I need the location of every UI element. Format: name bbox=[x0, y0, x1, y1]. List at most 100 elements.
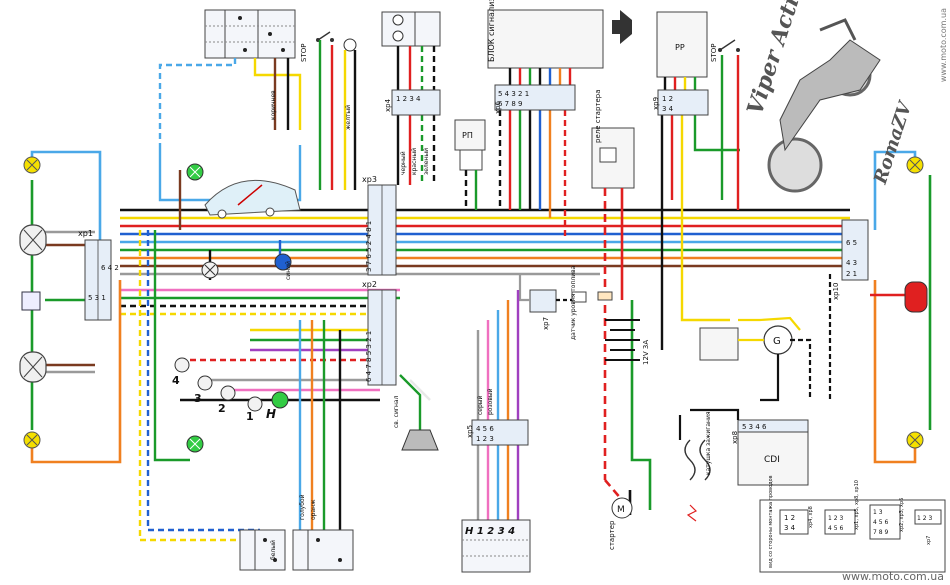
svg-text:1 2 3: 1 2 3 bbox=[828, 515, 843, 522]
gear-1-label: 1 bbox=[246, 410, 254, 423]
speedometer bbox=[204, 179, 301, 219]
relay-rp: РП bbox=[454, 119, 486, 171]
dashboard-wiring bbox=[138, 145, 380, 542]
cdi-unit: CDI 5 3 4 6 xp8 bbox=[731, 419, 809, 486]
stop-right-label: STOP bbox=[710, 44, 718, 62]
svg-text:5 4 3 2 1: 5 4 3 2 1 bbox=[498, 90, 529, 98]
regulator-pp: РР bbox=[656, 11, 708, 78]
connector-xp6: 5 4 3 2 1 6 7 8 9 xp6 bbox=[494, 84, 576, 114]
wire-label-pink: розовый bbox=[487, 388, 494, 415]
wire-label-lightblue: голубой bbox=[299, 494, 306, 520]
svg-text:6 5: 6 5 bbox=[846, 239, 857, 247]
wire-label-green: зеленый bbox=[423, 148, 430, 175]
stop-wires-left bbox=[318, 40, 357, 190]
horn: св. сигнал bbox=[393, 395, 439, 451]
top-switch-wires bbox=[158, 58, 302, 145]
svg-text:3 4: 3 4 bbox=[662, 105, 674, 113]
svg-text:4 3: 4 3 bbox=[846, 259, 857, 267]
ignition-coil: катушка зажигания bbox=[684, 411, 712, 522]
legend-row-3-label: xp2, xp3, xp6 bbox=[899, 498, 905, 532]
xp3-label: xp3 bbox=[362, 175, 377, 184]
svg-text:1 3: 1 3 bbox=[873, 509, 883, 516]
xp4-wires bbox=[396, 46, 436, 185]
handlebar-switch-top bbox=[204, 9, 296, 59]
generator: G bbox=[699, 325, 793, 361]
side-watermark: www.moto.com.ua bbox=[939, 8, 948, 83]
starter-relay: реле стартера bbox=[591, 89, 635, 189]
xp5-label: xp5 bbox=[466, 425, 474, 438]
fuel-sensor: xp7 датчик уровня топлива bbox=[529, 265, 587, 340]
legend-row-3: 1 3 4 5 6 7 8 9 xp2, xp3, xp6 bbox=[869, 498, 905, 540]
wire-label-brown: коричнев bbox=[270, 90, 277, 120]
connector-legend: вид со стороны монтажа проводов 1 2 3 4 … bbox=[759, 475, 946, 573]
wire-label-gray: серый bbox=[477, 395, 484, 415]
left-turn-lamp-top bbox=[23, 156, 41, 174]
pp-label: РР bbox=[675, 43, 685, 52]
wire-label-white: белый bbox=[270, 540, 277, 560]
svg-text:4 5 6: 4 5 6 bbox=[828, 525, 843, 532]
connector-xp9: 1 2 3 4 xp9 bbox=[652, 89, 709, 116]
left-turn-lamp-bottom bbox=[23, 431, 41, 449]
xp4-label: xp4 bbox=[384, 98, 392, 112]
rp-wires bbox=[464, 170, 478, 210]
legend-row-2: 1 2 3 4 5 6 xp1, xp5, xp8, xp10 bbox=[824, 480, 860, 535]
svg-text:2 1: 2 1 bbox=[846, 270, 857, 278]
battery: 12V 3A bbox=[605, 319, 650, 365]
ignition-switch bbox=[381, 11, 441, 47]
legend-row-1: 1 2 3 4 xp4, xp8 bbox=[779, 506, 814, 535]
cdi-wires bbox=[678, 408, 740, 440]
gear-lamps: 4 3 2 1 H bbox=[172, 357, 289, 423]
tail-lamp bbox=[904, 281, 928, 313]
wire-color-labels: черный зеленый желтый красный синий белы… bbox=[270, 90, 494, 560]
footer-watermark: www.moto.com.ua bbox=[842, 570, 944, 583]
svg-text:6 4 2: 6 4 2 bbox=[101, 264, 119, 272]
main-harness bbox=[120, 208, 850, 316]
wire-label-black: черный bbox=[400, 151, 407, 175]
wire-label-red: красный bbox=[411, 148, 418, 175]
fuel-sensor-label: датчик уровня топлива bbox=[570, 265, 577, 340]
indicator-lamp-dash bbox=[201, 261, 219, 279]
stop-switch-left: STOP bbox=[300, 31, 357, 62]
motor-label: M bbox=[617, 505, 625, 515]
connector-xp1: 5 3 1 6 4 2 xp1 bbox=[78, 229, 119, 321]
fuel-wires bbox=[518, 274, 572, 302]
gear-h-label: H bbox=[266, 407, 276, 421]
switch-block-bottom-mid bbox=[292, 529, 354, 571]
battery-label: 12V 3A bbox=[642, 340, 650, 365]
xp1-label: xp1 bbox=[78, 229, 93, 238]
rp-label: РП bbox=[462, 131, 473, 140]
gear-3-label: 3 bbox=[194, 392, 202, 405]
alarm-wires bbox=[498, 68, 572, 240]
gear-4-label: 4 bbox=[172, 374, 180, 387]
starter-circuit bbox=[603, 188, 652, 515]
xp9-label: xp9 bbox=[652, 97, 660, 110]
indicator-lamp-high-beam bbox=[274, 253, 292, 271]
xp8-label: xp8 bbox=[731, 431, 739, 444]
svg-text:1 2 3: 1 2 3 bbox=[917, 515, 932, 522]
pp-wires bbox=[660, 55, 740, 350]
headlight-low bbox=[19, 351, 47, 383]
generator-wires bbox=[738, 274, 832, 402]
svg-text:6 7 8 9: 6 7 8 9 bbox=[498, 100, 523, 108]
connector-xp10: 6 5 4 3 2 1 xp10 bbox=[832, 219, 869, 300]
xp7-label: xp7 bbox=[542, 317, 550, 330]
gear-switch-label: H 1 2 3 4 bbox=[465, 526, 515, 537]
ignition-coil-label: катушка зажигания bbox=[705, 411, 712, 475]
headlight-high bbox=[19, 224, 47, 256]
alarm-block: БЛОК сигнализации bbox=[487, 0, 604, 69]
svg-text:3 7 6 5 2 4 8 1: 3 7 6 5 2 4 8 1 bbox=[365, 221, 373, 272]
indicator-lamp-turn-bottom bbox=[186, 435, 204, 453]
gear-switch: H 1 2 3 4 bbox=[461, 519, 531, 573]
starter-motor: M стартер bbox=[608, 497, 633, 550]
generator-label: G bbox=[773, 336, 781, 347]
svg-text:1 2 3 4: 1 2 3 4 bbox=[396, 95, 421, 103]
cdi-label: CDI bbox=[764, 455, 780, 465]
connector-xp2: 6 4 7 8 5 3 2 1 xp2 bbox=[362, 280, 397, 386]
indicator-lamp-turn-top bbox=[186, 163, 204, 181]
legend-row-2-label: xp1, xp5, xp8, xp10 bbox=[854, 480, 860, 530]
xp6-label: xp6 bbox=[494, 100, 502, 114]
legend-row-4-label: xp7 bbox=[926, 536, 932, 545]
wire-label-yellow: желтый bbox=[345, 105, 352, 130]
gear-2-label: 2 bbox=[218, 402, 226, 415]
legend-row-1-label: xp4, xp8 bbox=[808, 506, 814, 528]
